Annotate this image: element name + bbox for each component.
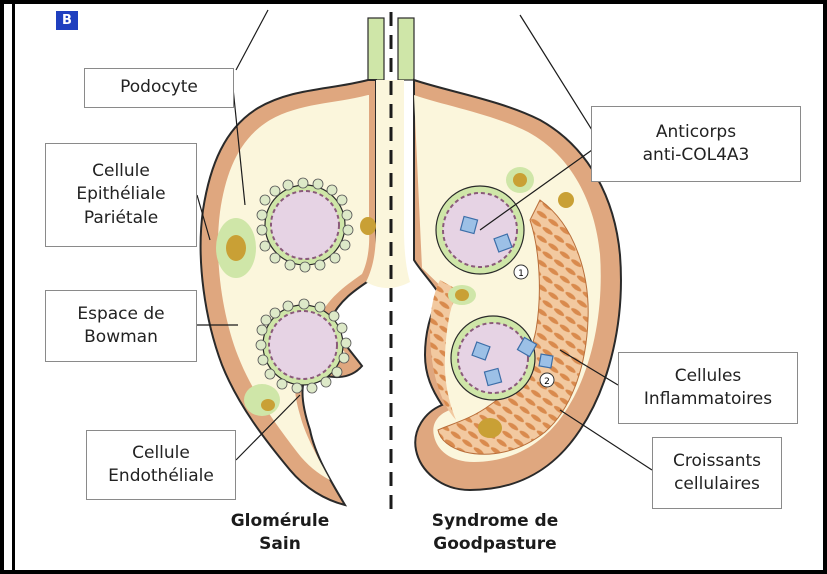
caption-line: Sain [210, 533, 350, 556]
label-text-line: Anticorps [656, 121, 736, 144]
label-cellule-epitheliale: Cellule Epithéliale Pariétale [45, 143, 197, 247]
svg-text:1: 1 [518, 269, 524, 279]
label-anticorps: Anticorps anti-COL4A3 [591, 106, 801, 182]
svg-text:2: 2 [544, 377, 550, 387]
marker-2: 2 [540, 373, 554, 387]
caption-syndrome-goodpasture: Syndrome de Goodpasture [425, 510, 565, 556]
label-text-line: Pariétale [84, 207, 158, 230]
label-podocyte-text: Podocyte [120, 76, 198, 99]
label-croissants: Croissants cellulaires [652, 437, 782, 509]
caption-line: Goodpasture [425, 533, 565, 556]
caption-line: Syndrome de [425, 510, 565, 533]
label-podocyte: Podocyte [84, 68, 234, 108]
caption-glomerule-sain: Glomérule Sain [210, 510, 350, 556]
panel-label-badge: B [56, 11, 78, 30]
label-espace-bowman: Espace de Bowman [45, 290, 197, 362]
label-text-line: anti-COL4A3 [643, 144, 750, 167]
label-cellules-inflammatoires: Cellules Inflammatoires [618, 352, 798, 424]
label-text-line: Cellules [675, 365, 742, 388]
label-text-line: Cellule [132, 442, 190, 465]
label-text-line: Croissants [673, 450, 761, 473]
label-text-line: Epithéliale [76, 183, 165, 206]
label-text-line: Espace de [77, 303, 164, 326]
caption-line: Glomérule [210, 510, 350, 533]
label-text-line: cellulaires [674, 473, 760, 496]
label-cellule-endotheliale: Cellule Endothéliale [86, 430, 236, 500]
label-text-line: Cellule [92, 160, 150, 183]
label-text-line: Endothéliale [108, 465, 214, 488]
marker-1: 1 [514, 265, 528, 279]
label-text-line: Inflammatoires [644, 388, 772, 411]
label-text-line: Bowman [84, 326, 158, 349]
